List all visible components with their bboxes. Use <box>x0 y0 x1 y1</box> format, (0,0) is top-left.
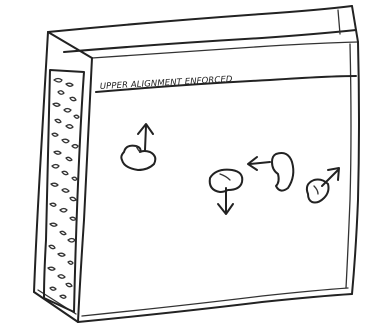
alignment-label: UPPER ALIGNMENT ENFORCED <box>100 75 234 92</box>
arrow-up-right-icon <box>322 168 339 186</box>
bean-icon <box>121 146 155 170</box>
gravel-column-icon <box>44 70 84 312</box>
arrow-up-icon <box>138 124 153 150</box>
box-outline-icon <box>34 6 359 322</box>
arrow-left-icon <box>248 157 270 170</box>
bean-icon <box>272 153 293 191</box>
